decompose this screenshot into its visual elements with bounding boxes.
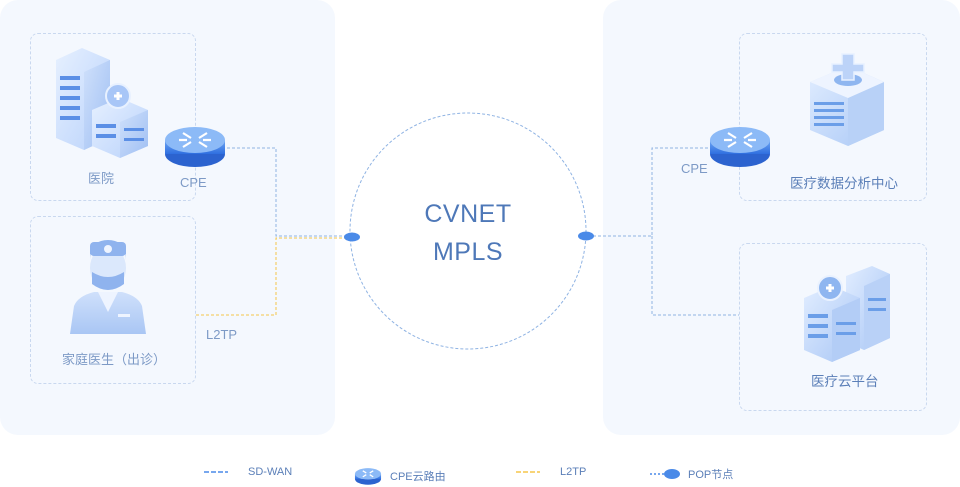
sdwan-line-cloud [651, 236, 739, 316]
data-center-icon [810, 53, 884, 146]
data-center-card[interactable] [739, 33, 927, 201]
pop-node-left [344, 232, 360, 242]
cpe-router-icon[interactable] [163, 120, 227, 170]
family-doctor-card[interactable] [30, 216, 196, 384]
legend-sdwan: SD-WAN [204, 466, 292, 478]
l2tp-line [196, 237, 348, 316]
sdwan-line-right [588, 147, 712, 237]
data-center-label: 医疗数据分析中心 [790, 176, 898, 191]
cloud-platform-icon [804, 266, 890, 362]
cpe-router-icon[interactable] [708, 120, 772, 170]
cloud-platform-card[interactable] [739, 243, 927, 411]
legend-pop-label: POP节点 [688, 469, 734, 481]
cpe-right-label: CPE [681, 161, 708, 176]
legend-pop: POP节点 [650, 466, 733, 482]
doctor-icon [70, 240, 146, 334]
mpls-circle [349, 112, 587, 350]
pop-legend-icon [650, 469, 680, 479]
cpe-left-label: CPE [180, 175, 207, 190]
legend-l2tp: L2TP [516, 466, 586, 478]
legend-l2tp-label: L2TP [560, 466, 587, 478]
right-panel [603, 0, 960, 435]
pop-node-right [578, 231, 594, 241]
left-panel [0, 0, 335, 435]
cloud-platform-label: 医疗云平台 [811, 374, 879, 389]
l2tp-legend-swatch [516, 471, 540, 473]
mpls-line2: MPLS [432, 238, 504, 266]
l2tp-line-label: L2TP [206, 327, 238, 342]
mpls-core-label: CVNET MPLS [350, 195, 586, 271]
cpe-router-legend-icon [354, 468, 382, 485]
legend-cpe-label: CPE云路由 [390, 471, 446, 483]
legend-cpe-router: CPE云路由 [354, 466, 446, 486]
legend-sdwan-label: SD-WAN [248, 466, 293, 478]
sdwan-legend-swatch [204, 471, 228, 473]
mpls-line1: CVNET [424, 200, 512, 228]
hospital-card[interactable] [30, 33, 196, 201]
hospital-building-icon [56, 48, 148, 158]
family-doctor-label: 家庭医生（出诊） [62, 352, 167, 367]
sdwan-line-left [222, 147, 350, 237]
hospital-label: 医院 [88, 171, 115, 186]
